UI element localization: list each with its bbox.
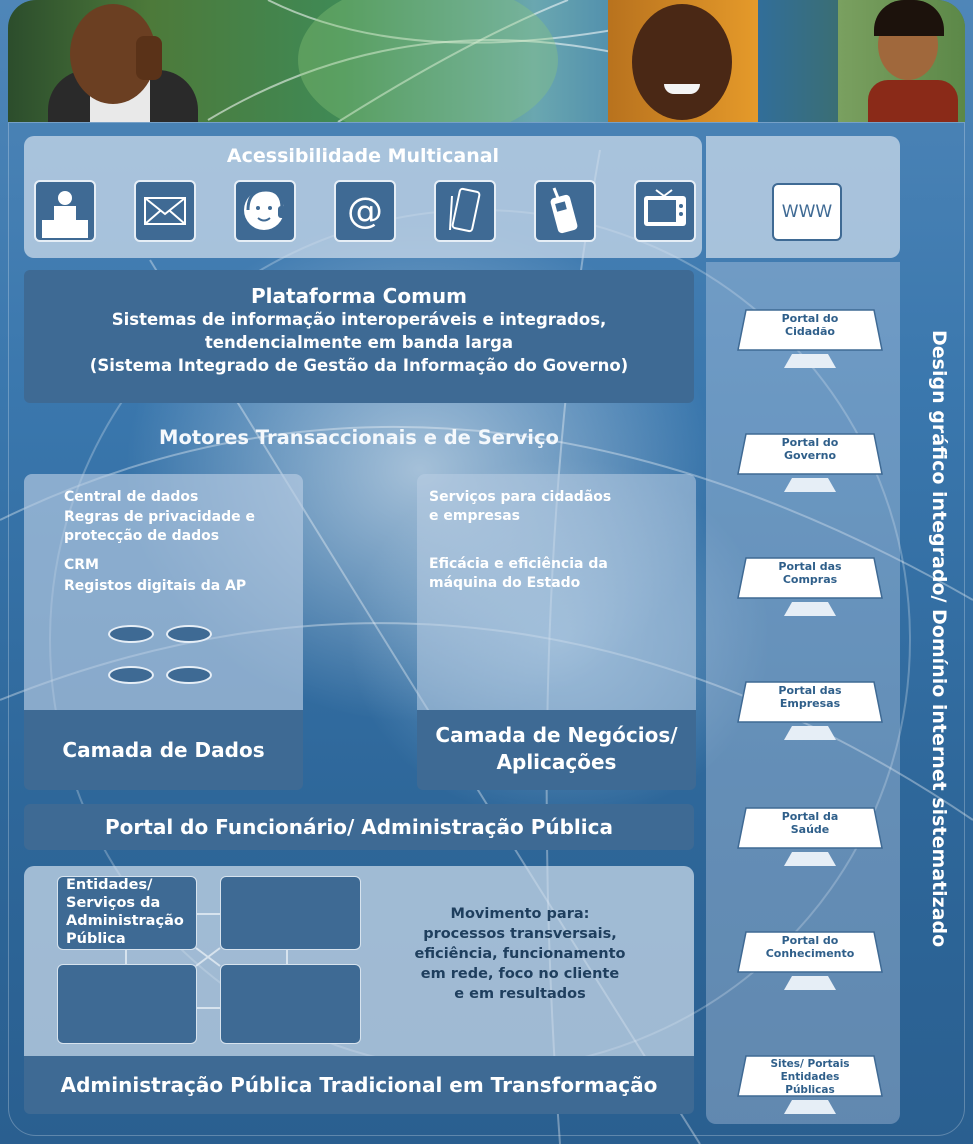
portal-label-2: Governo (783, 449, 837, 462)
envelope-icon (134, 180, 196, 242)
business-layer-title: Camada de Negócios/ Aplicações (417, 710, 696, 790)
portal-label-1: Portal das (778, 560, 842, 573)
data-item-5: Registos digitais da AP (64, 578, 247, 594)
mobile-phone-icon (534, 180, 596, 242)
entities-label: Entidades/ Serviços da Administração Púb… (66, 876, 184, 948)
business-title-line2: Aplicações (496, 750, 617, 774)
traditional-title: Administração Pública Tradicional em Tra… (24, 1056, 694, 1114)
young-woman-photo (838, 0, 965, 122)
database-icon (108, 625, 154, 643)
business-item-4: máquina do Estado (429, 575, 581, 591)
portal-label-1: Portal do (781, 436, 839, 449)
portal-label-1: Portal das (778, 684, 842, 697)
entities-line1: Entidades/ (66, 877, 153, 893)
monitor-icon (737, 309, 883, 368)
data-item-4: CRM (64, 557, 99, 573)
data-layer-title: Camada de Dados (24, 710, 303, 790)
portal-label-2: Empresas (779, 697, 841, 710)
entities-line2: Serviços da (66, 895, 161, 911)
data-item-2: Regras de privacidade e (64, 509, 255, 525)
multichannel-title: Acessibilidade Multicanal (226, 145, 500, 167)
data-item-3: protecção de dados (64, 528, 220, 544)
monitor-icon (737, 1055, 883, 1114)
header-photo-banner (8, 0, 965, 122)
monitor-icon (737, 931, 883, 990)
database-icon (108, 666, 154, 684)
movement-text: Movimento para: processos transversais, … (400, 904, 640, 1004)
person-at-desk-icon (34, 180, 96, 242)
data-layer-panel (24, 474, 303, 710)
business-title-line1: Camada de Negócios/ (435, 723, 678, 747)
platform-title: Plataforma Comum (250, 284, 467, 308)
child-photo (608, 0, 758, 122)
business-item-2: e empresas (429, 508, 520, 524)
platform-line2: tendencialmente em banda larga (204, 333, 514, 352)
monitor-icon (737, 557, 883, 616)
svg-text:@: @ (347, 191, 383, 232)
database-icon (166, 625, 212, 643)
business-layer-panel (417, 474, 696, 710)
portal-label-1: Sites/ Portais (770, 1058, 850, 1070)
employee-portal-bar: Portal do Funcionário/ Administração Púb… (24, 804, 694, 850)
portal-label-1: Portal da (781, 810, 839, 823)
portal-label-2: Entidades Públicas (780, 1071, 840, 1096)
platform-line3: (Sistema Integrado de Gestão da Informaç… (89, 356, 629, 375)
entities-line4: Pública (66, 931, 126, 947)
movement-line3: eficiência, funcionamento (414, 946, 626, 962)
portal-label-2: Saúde (790, 823, 830, 836)
portal-label-2: Compras (782, 573, 838, 586)
entity-box (220, 876, 361, 950)
database-icon (166, 666, 212, 684)
call-center-icon (234, 180, 296, 242)
www-button[interactable]: WWW (772, 183, 842, 241)
engines-title: Motores Transaccionais e de Serviço (159, 426, 559, 449)
movement-line2: processos transversais, (423, 926, 617, 942)
man-on-phone-photo (18, 0, 228, 122)
business-item-1: Serviços para cidadãos (429, 489, 612, 505)
diagram-frame (8, 122, 965, 1136)
entities-line3: Administração (66, 913, 184, 929)
movement-line4: em rede, foco no cliente (420, 966, 620, 982)
monitor-icon (737, 681, 883, 740)
business-item-3: Eficácia e eficiência da (429, 556, 608, 572)
at-sign-icon: @ (334, 180, 396, 242)
television-icon (634, 180, 696, 242)
movement-line1: Movimento para: (450, 906, 590, 922)
pda-icon (434, 180, 496, 242)
globe-banner-graphic (207, 0, 709, 122)
entity-box (220, 964, 361, 1044)
portal-label-2: Cidadão (785, 325, 835, 338)
entity-box (57, 964, 197, 1044)
vertical-label: Design gráfico integrado/ Domínio intern… (928, 330, 950, 948)
portal-label-2: Conhecimento (765, 947, 855, 960)
data-item-1: Central de dados (64, 489, 199, 505)
portal-label-1: Portal do (781, 312, 839, 325)
movement-line5: e em resultados (454, 986, 586, 1002)
entity-box (57, 876, 197, 950)
platform-panel: Plataforma Comum Sistemas de informação … (24, 270, 694, 403)
portal-label-1: Portal do (781, 934, 839, 947)
vertical-label-container: Design gráfico integrado/ Domínio intern… (920, 330, 960, 1090)
monitor-icon (737, 807, 883, 866)
platform-line1: Sistemas de informação interoperáveis e … (111, 310, 607, 329)
monitor-icon (737, 433, 883, 492)
